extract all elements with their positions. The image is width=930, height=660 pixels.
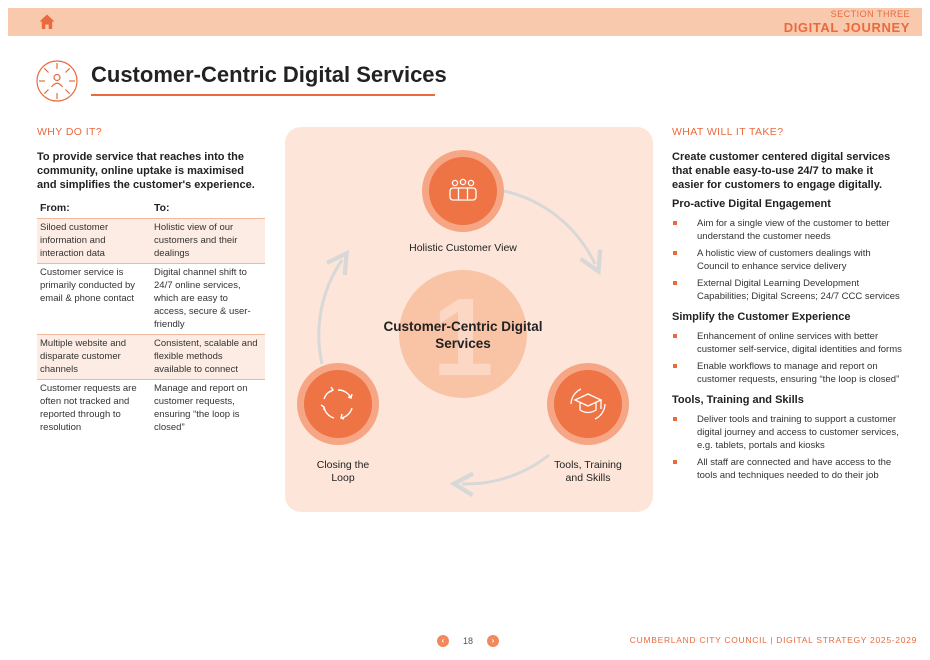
from-cell: Multiple website and disparate customer … <box>37 334 151 380</box>
to-cell: Manage and report on customer requests, … <box>151 379 265 437</box>
home-icon[interactable] <box>38 13 56 31</box>
what-section: WHAT WILL IT TAKE? Create customer cente… <box>672 126 902 490</box>
why-heading: WHY DO IT? <box>37 126 103 138</box>
bullet-list-digital-engagement: Aim for a single view of the customer to… <box>672 217 902 303</box>
arrow-view-to-tools <box>503 189 603 276</box>
what-intro: Create customer centered digital service… <box>672 151 891 191</box>
to-cell: Consistent, scalable and flexible method… <box>151 334 265 380</box>
center-number: 1 <box>432 276 493 399</box>
table-header-row: From: To: <box>37 200 265 219</box>
bullet-list-tools-training: Deliver tools and training to support a … <box>672 413 902 482</box>
what-heading: WHAT WILL IT TAKE? <box>672 126 784 138</box>
from-cell: Siloed customer information and interact… <box>37 218 151 264</box>
next-page-button[interactable]: › <box>487 635 500 647</box>
page-title: Customer-Centric Digital Services <box>91 62 447 87</box>
page-number: 18 <box>463 636 474 646</box>
customer-network-icon <box>36 60 78 102</box>
center-label: Customer-Centric Digital Services <box>383 319 543 351</box>
node-tools-training-skills <box>547 363 629 445</box>
graduation-cap-icon <box>570 388 606 420</box>
to-cell: Digital channel shift to 24/7 online ser… <box>151 263 265 335</box>
arrow-loop-to-view <box>317 249 350 365</box>
node-holistic-customer-view <box>422 150 504 232</box>
node-label-closing-the-loop: Closing the Loop <box>316 459 370 484</box>
why-intro: To provide service that reaches into the… <box>37 151 255 191</box>
cycle-arrows-icon <box>320 386 353 420</box>
list-item: Deliver tools and training to support a … <box>672 413 902 452</box>
from-cell: Customer service is primarily conducted … <box>37 263 151 335</box>
section-title: DIGITAL JOURNEY <box>783 20 910 35</box>
title-underline <box>91 94 435 96</box>
node-label-holistic-customer-view: Holistic Customer View <box>409 242 517 254</box>
section-label: SECTION THREE <box>830 9 910 19</box>
arrow-tools-to-loop <box>449 453 550 497</box>
table-row: Customer service is primarily conducted … <box>37 263 265 335</box>
section-indicator: SECTION THREE DIGITAL JOURNEY <box>783 9 910 35</box>
group-title-tools-training: Tools, Training and Skills <box>672 394 804 406</box>
to-cell: Holistic view of our customers and their… <box>151 218 265 264</box>
why-section: WHY DO IT? To provide service that reach… <box>37 126 265 437</box>
center-circle <box>399 270 527 398</box>
list-item: All staff are connected and have access … <box>672 456 902 482</box>
footer-text: CUMBERLAND CITY COUNCIL | DIGITAL STRATE… <box>629 635 917 645</box>
list-item: Enhancement of online services with bett… <box>672 330 902 356</box>
from-column-header: From: <box>40 202 70 214</box>
from-to-table: From: To: Siloed customer information an… <box>37 200 265 437</box>
table-row: Customer requests are often not tracked … <box>37 379 265 437</box>
list-item: External Digital Learning Development Ca… <box>672 277 902 303</box>
people-group-icon <box>449 178 477 201</box>
table-row: Multiple website and disparate customer … <box>37 334 265 380</box>
previous-page-button[interactable]: ‹ <box>437 635 449 647</box>
bullet-list-customer-experience: Enhancement of online services with bett… <box>672 330 902 386</box>
top-band: SECTION THREE DIGITAL JOURNEY <box>8 8 922 36</box>
group-title-customer-experience: Simplify the Customer Experience <box>672 311 851 323</box>
page-navigation: ‹ 18 › <box>437 635 500 647</box>
from-cell: Customer requests are often not tracked … <box>37 379 151 437</box>
list-item: A holistic view of customers dealings wi… <box>672 247 902 273</box>
list-item: Enable workflows to manage and report on… <box>672 360 902 386</box>
to-column-header: To: <box>154 202 170 214</box>
node-label-tools-training-skills: Tools, Training and Skills <box>554 459 622 484</box>
group-title-digital-engagement: Pro-active Digital Engagement <box>672 198 831 210</box>
table-row: Siloed customer information and interact… <box>37 218 265 264</box>
list-item: Aim for a single view of the customer to… <box>672 217 902 243</box>
node-closing-the-loop <box>297 363 379 445</box>
